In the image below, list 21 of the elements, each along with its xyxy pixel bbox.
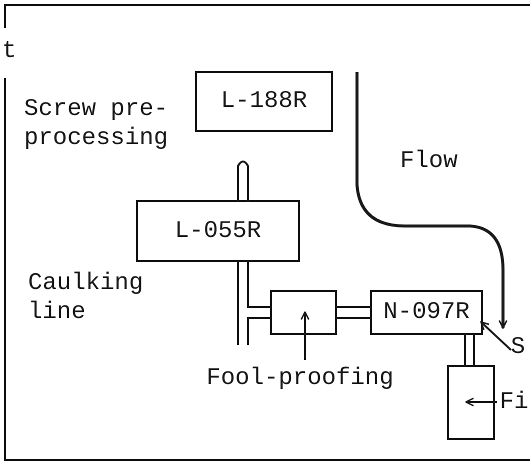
process-box [270,290,337,335]
conveyor-line [247,262,270,308]
conveyor-line [464,335,466,365]
process-box [447,365,495,440]
area-label: Screw pre- processing [24,96,169,154]
box-label: L-055R [174,218,262,244]
process-box [136,200,300,262]
flow-label: Flow [400,148,459,177]
box-label: N-097R [383,299,470,326]
callout-text: S [507,332,529,362]
callout-text: Fool-proofing [180,362,420,394]
leader-arrow [300,311,310,360]
conveyor-line [337,306,370,308]
area-label: Caulking line [28,270,144,328]
callout-text: Fi [498,387,530,417]
leader-arrow [480,321,512,351]
process-box [195,71,333,132]
box-label: L-188R [220,88,308,115]
text-fragment: t [2,38,18,67]
process-box [370,290,483,335]
leader-arrow [465,398,497,406]
